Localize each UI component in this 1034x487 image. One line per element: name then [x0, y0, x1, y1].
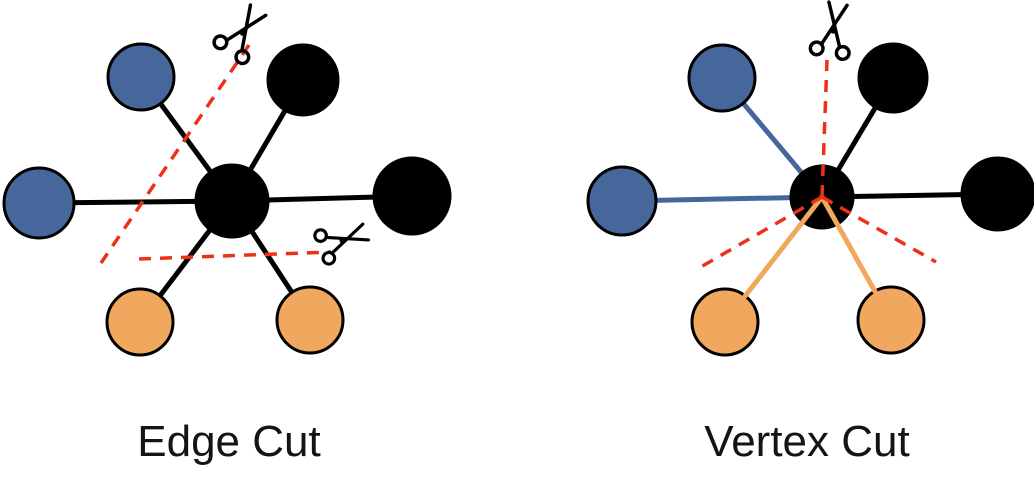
edge-cut-graph [2, 0, 452, 357]
scissors-icon [311, 213, 374, 268]
graph-node-orange [105, 287, 175, 357]
vertex-cut-graph [586, 0, 1034, 357]
graph-node-black [372, 156, 452, 236]
cut-line [821, 195, 937, 264]
graph-node-orange [856, 285, 926, 355]
graph-node-blue [106, 42, 176, 112]
cut-line [99, 44, 251, 264]
graph-edge [819, 194, 878, 294]
cut-line [138, 250, 332, 261]
graph-node-black [266, 43, 340, 117]
edge-cut-label: Edge Cut [137, 417, 320, 466]
graph-node-orange [690, 287, 760, 357]
vertex-cut-diagram: Vertex Cut [586, 0, 1034, 466]
scissors-icon [209, 0, 277, 68]
graph-node-orange [275, 285, 345, 355]
graph-node-black [857, 42, 929, 114]
center-node [194, 163, 270, 239]
graph-node-black [960, 156, 1034, 232]
graph-node-blue [687, 43, 757, 113]
scissors-icon [807, 0, 859, 63]
graph-node-blue [2, 166, 76, 240]
graph-node-blue [586, 165, 658, 237]
edge-cut-diagram: Edge Cut [2, 0, 452, 466]
graph-edge [742, 194, 825, 299]
vertex-cut-label: Vertex Cut [704, 417, 909, 466]
cut-line [698, 195, 823, 270]
cut-line [820, 59, 829, 198]
